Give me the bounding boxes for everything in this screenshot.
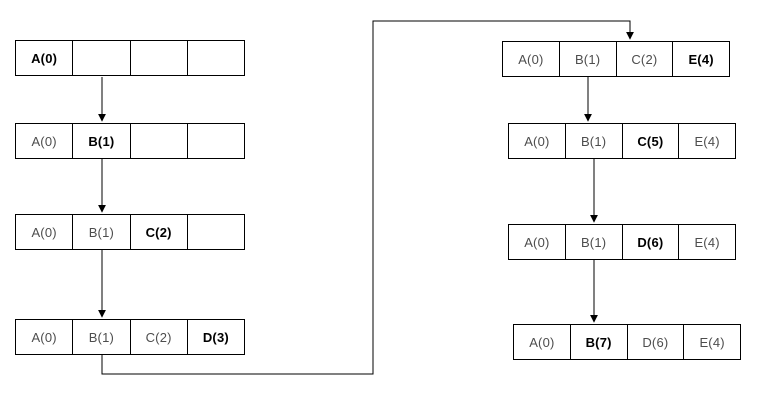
array-row-5: A(0) B(1) C(2) E(4) — [502, 41, 730, 77]
array-cell — [72, 41, 129, 75]
array-cell: B(7) — [569, 325, 627, 359]
array-cell: B(1) — [72, 215, 129, 249]
array-cell: C(2) — [615, 42, 673, 76]
array-cell: A(0) — [524, 133, 550, 149]
array-cell: B(1) — [564, 124, 622, 158]
array-cell: A(0) — [529, 334, 555, 350]
array-cell: C(2) — [129, 215, 187, 249]
array-cell — [186, 41, 244, 75]
array-cell: E(4) — [683, 325, 740, 359]
array-row-2: A(0) B(1) — [15, 123, 245, 159]
array-cell: B(1) — [558, 42, 616, 76]
arrow-row4-to-row5-routed — [101, 20, 634, 375]
array-cell — [186, 215, 244, 249]
array-cell: D(6) — [626, 325, 684, 359]
array-cell: D(3) — [186, 320, 244, 354]
array-cell — [129, 124, 187, 158]
array-cell: A(0) — [524, 234, 550, 250]
array-cell: C(5) — [621, 124, 679, 158]
array-cell: B(1) — [72, 124, 129, 158]
array-cell — [186, 124, 244, 158]
array-row-6: A(0) B(1) C(5) E(4) — [508, 123, 736, 159]
array-cell: A(0) — [31, 224, 57, 240]
array-cell: C(2) — [129, 320, 187, 354]
array-cell: B(1) — [72, 320, 129, 354]
array-cell: A(0) — [31, 50, 58, 66]
array-cell — [129, 41, 187, 75]
array-cell: E(4) — [672, 42, 729, 76]
array-cell: A(0) — [31, 329, 57, 345]
array-row-1: A(0) — [15, 40, 245, 76]
array-row-7: A(0) B(1) D(6) E(4) — [508, 224, 736, 260]
array-cell: A(0) — [31, 133, 57, 149]
array-cell: B(1) — [564, 225, 622, 259]
array-cell: A(0) — [518, 51, 544, 67]
array-row-4: A(0) B(1) C(2) D(3) — [15, 319, 245, 355]
array-cell: E(4) — [678, 225, 735, 259]
array-cell: D(6) — [621, 225, 679, 259]
array-row-8: A(0) B(7) D(6) E(4) — [513, 324, 741, 360]
array-row-3: A(0) B(1) C(2) — [15, 214, 245, 250]
array-cell: E(4) — [678, 124, 735, 158]
